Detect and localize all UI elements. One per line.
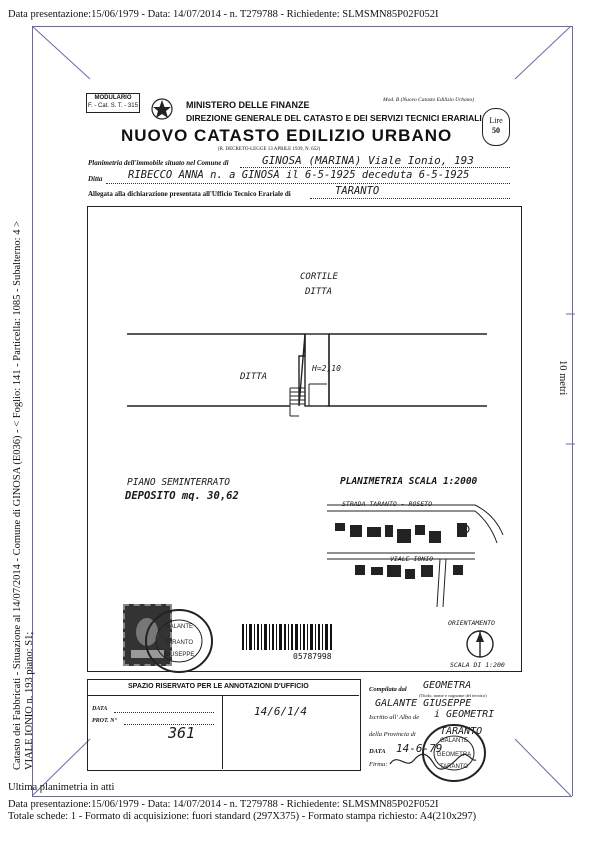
scala-200-label: SCALA DI 1:200	[450, 661, 505, 669]
footer-ultima: Ultima planimetria in atti	[8, 782, 115, 793]
office-box	[87, 679, 361, 771]
sig-data-label: DATA	[369, 748, 386, 755]
tecnico-name: GALANTE GIUSEPPE	[375, 698, 472, 709]
office-box-divider	[222, 695, 223, 769]
price-stamp: Lire 50	[482, 108, 510, 146]
line2-value: RIBECCO ANNA n. a GINOSA il 6-5-1925 dec…	[128, 169, 470, 181]
firma-label: Firma:	[369, 761, 388, 768]
line2-rule	[106, 183, 510, 185]
frame-right-line	[572, 26, 573, 796]
line3-rule	[310, 198, 510, 200]
office-prot-label: PROT. N°	[92, 718, 117, 724]
titolo-note: (Titolo, nome e cognome del tecnico)	[419, 693, 487, 698]
office-date-value: 14/6/1/4	[254, 705, 307, 718]
svg-text:GALANTE: GALANTE	[165, 624, 193, 630]
barcode-image	[242, 624, 332, 650]
albo-value: i GEOMETRI	[434, 709, 495, 720]
office-data-label: DATA	[92, 706, 108, 712]
price-label: Lire	[489, 116, 503, 125]
footer-line2: Totale schede: 1 - Formato di acquisizio…	[8, 811, 477, 822]
modulario-label: MODULARIO	[94, 95, 132, 101]
frame-corner-marks	[31, 25, 575, 797]
label-cortile: CORTILE	[300, 272, 338, 282]
deposito-label: DEPOSITO mq. 30,62	[125, 490, 239, 502]
viale-label: VIALE IONIO	[390, 555, 434, 563]
professional-seal-stamp: GALANTE GEOMETRA TARANTO	[422, 724, 486, 782]
surveyor-seal-stamp: GALANTE TARANTO GIUSEPPE	[145, 609, 213, 673]
line3-value: TARANTO	[335, 185, 380, 197]
floor-plan-drawing	[127, 333, 487, 417]
office-prot-value: 361	[168, 724, 196, 742]
frame-bottom-line	[32, 796, 572, 797]
compass-icon	[466, 630, 494, 658]
republic-emblem-icon	[151, 98, 173, 120]
albo-label: Iscritto all' Albo de	[369, 714, 420, 721]
svg-text:GALANTE: GALANTE	[440, 738, 468, 744]
decree-text: (R. DECRETO-LEGGE 13 APRILE 1939, N. 652…	[218, 147, 321, 152]
line1-value: GINOSA (MARINA) Viale Ionio, 193	[262, 154, 474, 167]
strada-label: STRADA TARANTO - ROSETO	[342, 500, 433, 508]
office-box-header	[87, 679, 359, 696]
left-vertical-text-2: VIALE IONIO n. 193 piano: S1;	[24, 631, 35, 770]
price-value: 50	[492, 126, 500, 135]
line1-label: Planimetria dell'immobile situato nel Co…	[88, 159, 229, 167]
office-data-rule	[114, 712, 214, 714]
ministry-title: MINISTERO DELLE FINANZE	[186, 100, 310, 110]
compilata-label: Compilata dal	[369, 686, 407, 693]
label-height: H=2,10	[312, 364, 341, 373]
location-map	[327, 504, 504, 608]
line2-label: Ditta	[88, 175, 103, 183]
sig-data-value: 14-6-79	[396, 742, 443, 755]
form-title: NUOVO CATASTO EDILIZIO URBANO	[121, 126, 453, 145]
svg-text:GEOMETRA: GEOMETRA	[437, 752, 471, 758]
line3-label: Allegata alla dichiarazione presentata a…	[88, 190, 291, 198]
header-line: Data presentazione:15/06/1979 - Data: 14…	[8, 9, 439, 20]
barcode-number: 05787998	[293, 652, 332, 661]
modulario-box: MODULARIO F. - Cat. S. T. - 315	[86, 93, 140, 113]
mod-b-label: Mod. B (Nuovo Catasto Edilizio Urbano)	[383, 97, 475, 103]
office-box-title: SPAZIO RISERVATO PER LE ANNOTAZIONI D'UF…	[128, 683, 309, 690]
label-ditta-left: DITTA	[240, 372, 268, 382]
orientamento-label: ORIENTAMENTO	[448, 619, 495, 627]
label-ditta-top: DITTA	[305, 287, 333, 297]
planimetria-scala-label: PLANIMETRIA SCALA 1:2000	[340, 476, 478, 487]
handwritten-signature	[389, 753, 477, 770]
provincia-label: della Provincia di	[369, 731, 416, 738]
direction-title: DIREZIONE GENERALE DEL CATASTO E DEI SER…	[186, 113, 482, 123]
frame-top-line	[32, 26, 572, 27]
provincia-value: TARANTO	[440, 726, 483, 737]
svg-text:GIUSEPPE: GIUSEPPE	[164, 652, 195, 658]
svg-text:TARANTO: TARANTO	[165, 640, 193, 646]
line1-rule	[240, 167, 510, 169]
scale-10m-label: 10 metri	[557, 360, 568, 396]
modulario-code: F. - Cat. S. T. - 315	[88, 103, 138, 109]
office-prot-rule	[124, 724, 214, 726]
frame-left-line	[32, 26, 33, 796]
compilata-value: GEOMETRA	[423, 680, 472, 691]
left-vertical-text: Catasto dei Fabbricati - Situazione al 1…	[12, 220, 23, 770]
plan-frame	[87, 206, 522, 672]
footer-line1: Data presentazione:15/06/1979 - Data: 14…	[8, 799, 439, 810]
piano-label: PIANO SEMINTERRATO	[127, 477, 230, 488]
svg-text:TARANTO: TARANTO	[440, 764, 468, 770]
